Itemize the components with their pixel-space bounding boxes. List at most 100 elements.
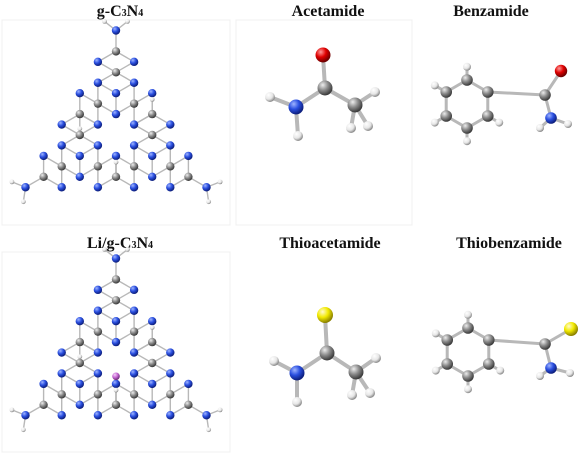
nitrogen-atom [93,369,103,378]
nitrogen-atom [545,362,557,374]
nitrogen-atom [147,172,157,181]
nitrogen-atom [129,285,139,295]
carbon-atom [482,358,495,370]
nitrogen-atom [75,317,85,326]
thiobenzamide-structure [431,310,578,394]
thioacetamide-structure [269,307,381,407]
carbon-atom [75,337,85,347]
hydrogen-atom [566,369,574,377]
carbon-atom [57,162,66,171]
nitrogen-atom [39,151,48,161]
nitrogen-atom [93,306,103,315]
nitrogen-atom [166,120,175,129]
nitrogen-atom [75,400,85,409]
carbon-atom [111,47,121,56]
nitrogen-atom [166,411,175,420]
hydrogen-atom [564,120,572,128]
carbon-atom [93,327,103,336]
nitrogen-atom [166,348,175,357]
carbon-atom [111,400,121,409]
carbon-atom [347,97,363,113]
carbon-atom [539,89,551,101]
hydrogen-atom [496,366,505,375]
carbon-atom [440,110,453,122]
oxygen-atom [554,64,568,78]
nitrogen-atom [202,183,211,192]
nitrogen-atom [184,151,193,161]
benzamide-label: Benzamide [453,3,529,20]
li-gc3n4-structure [9,247,223,433]
hydrogen-atom [430,81,439,90]
carbon-atom [482,334,495,346]
carbon-atom [462,322,474,334]
bond [487,338,547,346]
hydrogen-atom [365,388,375,398]
carbon-atom [461,74,473,86]
nitrogen-atom [202,411,211,420]
nitrogen-atom [111,317,121,326]
hydrogen-atom [431,329,440,338]
hydrogen-atom [463,137,471,146]
nitrogen-atom [166,141,175,150]
hydrogen-atom [113,159,119,165]
nitrogen-atom [57,348,66,357]
benzamide-structure [430,62,572,146]
hydrogen-atom [77,354,83,360]
nitrogen-atom [129,369,139,378]
sulfur-atom [564,322,578,336]
hydrogen-atom [293,131,303,141]
carbon-atom [481,86,494,98]
nitrogen-atom [93,183,103,192]
nitrogen-atom [147,151,157,161]
nitrogen-atom [129,348,139,357]
hydrogen-atom [102,19,107,24]
thiobenzamide-label: Thiobenzamide [456,235,562,252]
nitrogen-atom [184,379,193,389]
acetamide-label: Acetamide [292,3,365,20]
nitrogen-atom [21,411,30,420]
hydrogen-atom [346,123,356,133]
nitrogen-atom [111,337,121,347]
thioacetamide-label: Thioacetamide [279,235,380,252]
nitrogen-atom [57,120,66,129]
nitrogen-atom [93,57,103,67]
hydrogen-atom [464,385,472,394]
carbon-atom [111,296,121,305]
hydrogen-atom [125,19,130,24]
carbon-atom [93,99,103,108]
carbon-atom [348,364,364,380]
bond [486,90,547,97]
hydrogen-atom [363,121,373,131]
nitrogen-atom [111,109,121,119]
carbon-atom [147,337,157,347]
carbon-atom [147,358,157,368]
nitrogen-atom [111,151,121,161]
hydrogen-atom [536,124,544,132]
hydrogen-atom [20,427,26,433]
nitrogen-atom [93,411,103,420]
nitrogen-atom [166,183,175,192]
carbon-atom [319,345,335,361]
carbon-atom [147,109,157,119]
hydrogen-atom [125,247,130,252]
nitrogen-atom [111,254,121,263]
nitrogen-atom [75,172,85,181]
hydrogen-atom [347,390,357,400]
hydrogen-atom [217,407,223,413]
nitrogen-atom [129,141,139,150]
hydrogen-atom [9,179,15,185]
carbon-atom [93,390,103,399]
hydrogen-atom [431,366,440,375]
nitrogen-atom [57,411,66,420]
nitrogen-atom [147,400,157,409]
panel-frames [1,19,413,453]
carbon-atom [539,338,551,350]
nitrogen-atom [129,78,139,87]
hydrogen-atom [149,97,155,102]
carbon-atom [147,130,157,140]
nitrogen-atom [93,285,103,295]
carbon-atom [39,400,48,409]
nitrogen-atom [166,369,175,378]
nitrogen-atom [57,183,66,192]
